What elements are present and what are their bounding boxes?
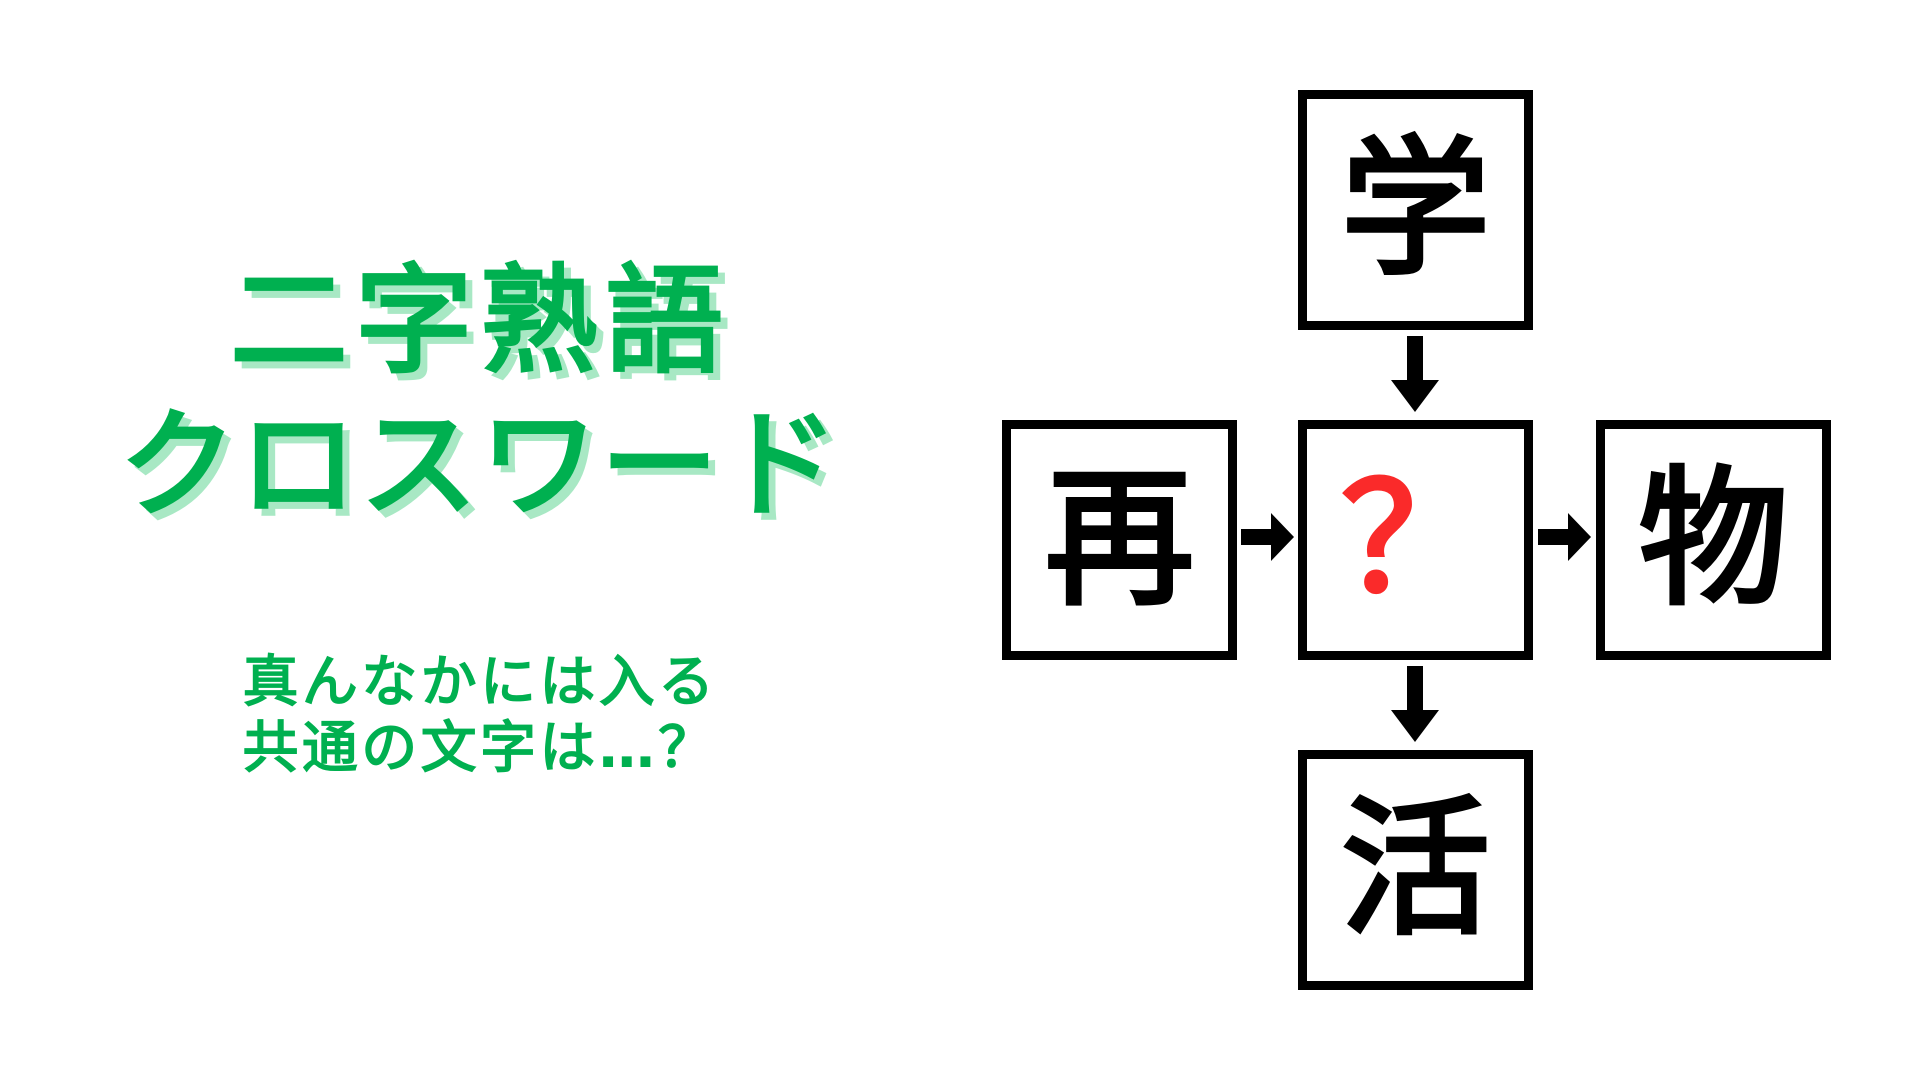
subtitle-line-2: 共通の文字は…？ [242,716,718,782]
puzzle-cell-left[interactable]: 再 [1002,420,1237,660]
puzzle-cell-bottom[interactable]: 活 [1298,750,1533,990]
question-mark-answer: ？ [1340,453,1491,627]
subtitle-block: 真んなかには入る 共通の文字は…？ [0,650,960,782]
puzzle-cell-top-character: 学 [1340,123,1491,297]
puzzle-cell-left-character: 再 [1044,453,1195,627]
title-line-2: クロスワード [118,395,842,534]
puzzle-cell-right-character: 物 [1638,453,1789,627]
subtitle-line-1: 真んなかには入る [242,650,718,715]
title-block: 二字熟語 クロスワード [0,250,960,538]
puzzle-cell-center-answer[interactable]: ？ [1298,420,1533,660]
arrow-right-icon-left-to-center [1241,512,1295,566]
arrow-down-icon-top-to-center [1390,336,1440,418]
title-line-1: 二字熟語 [229,252,731,390]
puzzle-cell-top[interactable]: 学 [1298,90,1533,330]
arrow-down-icon-center-to-bottom [1390,666,1440,748]
puzzle-cell-right[interactable]: 物 [1596,420,1831,660]
arrow-right-icon-center-to-right [1538,512,1592,566]
puzzle-cell-bottom-character: 活 [1340,783,1491,957]
crossword-puzzle: 学 再 ？ 物 活 [960,0,1920,1080]
